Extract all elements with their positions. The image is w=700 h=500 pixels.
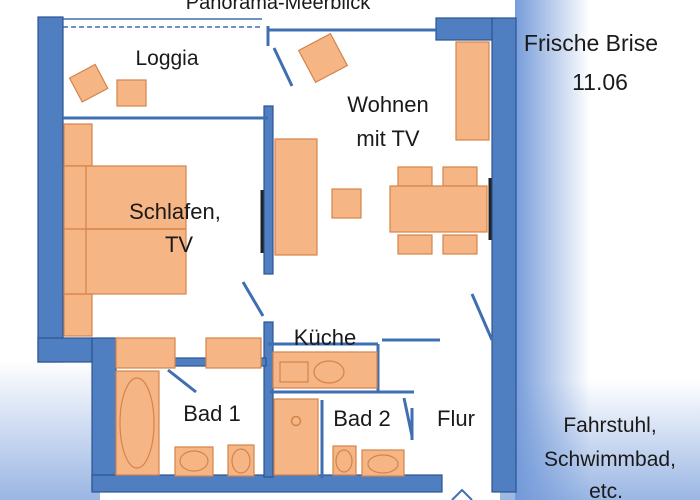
shower-drain-icon [290,415,302,427]
label-wohnen-tv: mit TV [356,126,419,151]
bad1-west-wall [91,337,117,491]
exterior-shade-bottom-left [0,360,100,500]
loggia-railing [63,18,262,28]
nightstand-top [63,123,93,167]
bad2-sink-bowl [367,454,399,474]
shower [273,398,319,476]
label-bad2: Bad 2 [333,406,391,431]
cabinet [205,337,262,369]
title-date: 11.06 [572,69,628,95]
bathtub-basin [119,377,155,469]
label-flur: Flur [437,406,475,431]
west-wall-foot [37,337,93,363]
doors [167,47,494,437]
exterior-shade-bottom-right [500,380,700,500]
dining-chair-4 [442,234,478,255]
living-partition-wall [263,105,274,275]
wardrobe [115,337,176,369]
dining-chair-1 [397,166,433,187]
label-panorama: Panorama-Meerblick [186,0,372,14]
pillow-1 [63,165,87,230]
amenity-etc: etc. [589,480,623,500]
kitchen-stove [279,361,309,383]
windows [260,178,492,253]
label-wohnen: Wohnen [347,92,429,117]
bad1-east-wall [263,321,274,478]
room-labels: Panorama-Meerblick Loggia Wohnen mit TV … [129,0,475,431]
sideboard [455,41,490,141]
door-schlafen [241,281,265,317]
label-loggia: Loggia [135,47,198,70]
armchair [297,32,349,84]
label-schlafen-tv: TV [165,232,193,257]
label-kueche: Küche [294,325,356,350]
furniture [63,32,490,477]
nightstand-bottom [63,293,93,337]
amenity-fahrstuhl: Fahrstuhl, [563,414,656,437]
north-wall-east [435,17,495,41]
bad2-toilet-bowl [335,449,353,473]
sofa [274,138,318,256]
loggia-table [116,79,147,107]
pillow-2 [63,228,87,295]
coffee-table [331,188,362,219]
door-wohnen [470,293,494,341]
door-loggia [272,47,294,87]
side-notes: Frische Brise 11.06 Fahrstuhl, Schwimmba… [524,30,676,500]
loggia-chair-1 [68,63,109,103]
title-name: Frische Brise [524,30,658,56]
kitchen-sink [313,360,345,384]
bad1-sink-bowl [179,450,209,472]
east-wall [491,17,517,493]
amenity-schwimmbad: Schwimmbad, [544,448,676,471]
walls [37,16,517,493]
door-bad1 [167,368,197,394]
dining-chair-3 [397,234,433,255]
west-wall [37,16,64,363]
door-bad2 [402,397,414,437]
dining-chair-2 [442,166,478,187]
entrance-arrow-icon [451,488,473,500]
label-bad1: Bad 1 [183,401,241,426]
dining-table [389,185,488,233]
bad1-toilet-bowl [231,448,251,474]
label-schlafen: Schlafen, [129,199,221,224]
